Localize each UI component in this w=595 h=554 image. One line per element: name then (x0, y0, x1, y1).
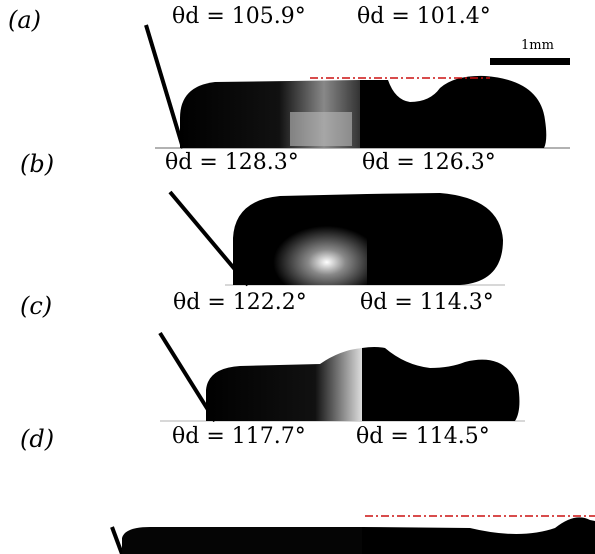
panel-c-label: (c) (20, 292, 53, 320)
scale-bar (490, 58, 570, 65)
panel-d-droplet-left (122, 527, 362, 554)
panel-b-droplet-right (367, 193, 503, 285)
panel-d-label: (d) (20, 425, 55, 453)
panel-a-right-angle: θd = 101.4° (357, 4, 491, 29)
panel-d-graphics (110, 515, 595, 554)
panel-d-needle (110, 526, 124, 554)
panel-c-needle (158, 331, 217, 423)
panel-d-right-angle: θd = 114.5° (356, 424, 490, 449)
panel-b-graphics (168, 190, 505, 287)
panel-a-needle (144, 24, 185, 149)
scale-bar-label: 1mm (521, 38, 554, 53)
panel-b-right-angle: θd = 126.3° (362, 150, 496, 175)
panel-c-droplet-right (362, 347, 520, 421)
panel-a-left-angle: θd = 105.9° (172, 4, 306, 29)
panel-a-label: (a) (8, 6, 42, 34)
panel-d-droplet-right (362, 517, 595, 554)
panel-b-left-angle: θd = 128.3° (165, 150, 299, 175)
panel-b-label: (b) (20, 150, 55, 178)
panel-a-droplet-right (360, 75, 547, 148)
panel-a-graphics (144, 24, 570, 149)
panel-c-left-angle: θd = 122.2° (173, 290, 307, 315)
panel-d-left-angle: θd = 117.7° (172, 424, 306, 449)
panel-c-right-angle: θd = 114.3° (360, 290, 494, 315)
panel-c-graphics (158, 331, 525, 423)
panel-a-droplet-glare (290, 112, 352, 146)
panel-c-droplet-left (206, 348, 362, 421)
panel-b-droplet-left (233, 194, 367, 285)
